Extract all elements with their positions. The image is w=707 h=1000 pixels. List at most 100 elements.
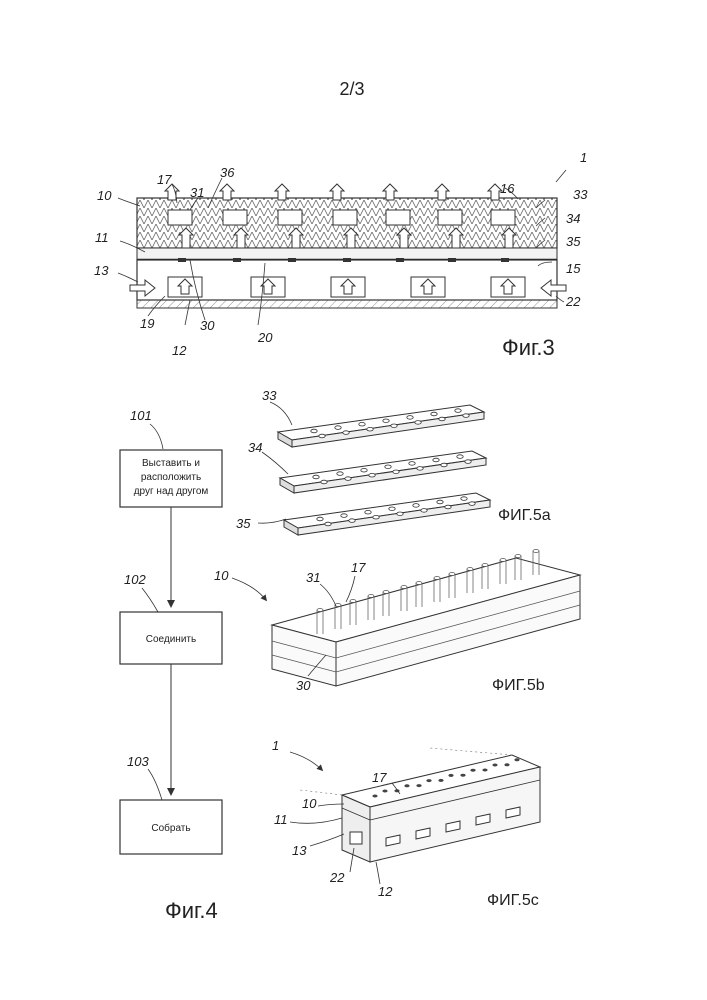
fig5a-title: ФИГ.5a <box>498 507 551 524</box>
plate-hole <box>349 519 355 523</box>
cylinder-top <box>515 555 521 558</box>
cavity <box>333 210 357 225</box>
ref-13: 13 <box>94 263 109 278</box>
top-hole <box>514 758 519 761</box>
figure-4: Выставить и расположить друг над другом … <box>120 408 222 923</box>
ref-10: 10 <box>97 188 112 203</box>
plate-hole <box>397 512 403 516</box>
plate-35 <box>284 493 490 535</box>
ref-17: 17 <box>157 172 172 187</box>
ref-5a-35: 35 <box>236 516 251 531</box>
ref-5c-12: 12 <box>378 884 393 899</box>
top-hole <box>372 795 377 798</box>
top-hole <box>416 784 421 787</box>
ref-12: 12 <box>172 343 187 358</box>
plate-hole <box>439 417 445 421</box>
plate-hole <box>373 515 379 519</box>
ref-35: 35 <box>566 234 581 249</box>
plate-hole <box>383 419 389 423</box>
cylinder-top <box>416 582 422 585</box>
ref-33: 33 <box>573 187 588 202</box>
plate-hole <box>455 409 461 413</box>
plate-hole <box>389 507 395 511</box>
port-mark <box>396 258 404 262</box>
plate-hole <box>407 416 413 420</box>
plate-34 <box>280 451 486 493</box>
plate-hole <box>345 477 351 481</box>
ref-5a-33: 33 <box>262 388 277 403</box>
cylinder-top <box>434 577 440 580</box>
top-hole <box>382 790 387 793</box>
top-hole <box>470 769 475 772</box>
top-hole <box>426 779 431 782</box>
plate-hole <box>369 473 375 477</box>
step-102-text: Соединить <box>146 634 196 645</box>
cylinder-top <box>350 600 356 603</box>
ref-20: 20 <box>257 330 273 345</box>
cylinder-top <box>449 573 455 576</box>
plate-hole <box>343 431 349 435</box>
top-hole <box>438 779 443 782</box>
plate-hole <box>341 514 347 518</box>
cavity <box>491 210 515 225</box>
ref-5b-17: 17 <box>351 560 366 575</box>
ref-36: 36 <box>220 165 235 180</box>
step-101-line3: друг над другом <box>134 486 209 497</box>
top-hole <box>482 769 487 772</box>
figure-5c: 1 17 10 11 13 22 12 ФИГ.5c <box>272 738 540 909</box>
ref-5b-31: 31 <box>306 570 320 585</box>
plate-hole <box>317 517 323 521</box>
ref-5c-10: 10 <box>302 796 317 811</box>
ref-5c-13: 13 <box>292 843 307 858</box>
port-mark <box>448 258 456 262</box>
plate-hole <box>359 422 365 426</box>
ref-16: 16 <box>500 181 515 196</box>
plate-hole <box>393 470 399 474</box>
ref-5b-30: 30 <box>296 678 311 693</box>
plate-hole <box>365 510 371 514</box>
step-number-101: 101 <box>130 408 152 423</box>
device-side-face <box>342 795 370 862</box>
top-hole <box>448 774 453 777</box>
plate-hole <box>335 426 341 430</box>
port-mark <box>288 258 296 262</box>
cylinder-top <box>533 550 539 553</box>
ref-31: 31 <box>190 185 204 200</box>
top-hole <box>404 784 409 787</box>
ref-11: 11 <box>95 230 109 245</box>
cylinder-top <box>368 595 374 598</box>
ref-19: 19 <box>140 316 154 331</box>
plate-hole <box>437 500 443 504</box>
plate-hole <box>433 458 439 462</box>
plate-hole <box>415 421 421 425</box>
plate-hole <box>321 480 327 484</box>
step-number-103: 103 <box>127 754 149 769</box>
plate-hole <box>465 460 471 464</box>
plate-hole <box>441 463 447 467</box>
side-inlet-port <box>350 832 362 844</box>
ref-5c-22: 22 <box>329 870 345 885</box>
cylinder-top <box>383 591 389 594</box>
top-hole <box>492 764 497 767</box>
plate-hole <box>337 472 343 476</box>
fig5c-title: ФИГ.5c <box>487 892 539 909</box>
cavity <box>168 210 192 225</box>
cavity <box>438 210 462 225</box>
plate-hole <box>417 467 423 471</box>
plate-hole <box>431 412 437 416</box>
cavity <box>278 210 302 225</box>
ref-5c-11: 11 <box>274 812 288 827</box>
figure-3: 1 16 10 17 31 36 33 34 35 11 15 13 22 19… <box>94 150 588 360</box>
ref-30: 30 <box>200 318 215 333</box>
plate-hole <box>421 509 427 513</box>
cavity <box>386 210 410 225</box>
fig5b-title: ФИГ.5b <box>492 677 545 694</box>
plate-hole <box>361 468 367 472</box>
plate-hole <box>409 462 415 466</box>
fig4-title: Фиг.4 <box>165 898 218 923</box>
port-mark <box>233 258 241 262</box>
cylinder-top <box>317 609 323 612</box>
ref-34: 34 <box>566 211 580 226</box>
fig3-title: Фиг.3 <box>502 335 555 360</box>
